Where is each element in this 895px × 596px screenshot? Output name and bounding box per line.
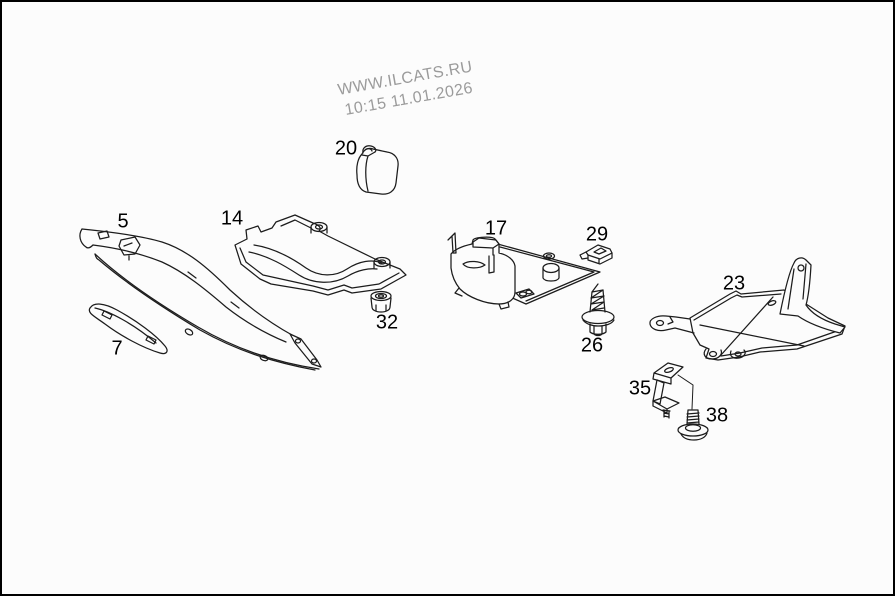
mount-boss-hole [377, 259, 387, 265]
block-top-tab [362, 145, 377, 154]
part-label-7[interactable]: 7 [111, 337, 123, 360]
plate-bottom-tab [729, 349, 746, 359]
lip-clip [184, 328, 194, 336]
spoiler-lip-upper-edge [94, 253, 320, 370]
washer-skirt [680, 432, 708, 441]
tab-hole [525, 289, 533, 295]
cover-eye-detail [462, 260, 486, 269]
leader-line [677, 374, 694, 410]
cover-pin [447, 232, 457, 254]
clip-tab [579, 251, 600, 264]
part-label-38[interactable]: 38 [705, 404, 729, 427]
grommet-notch [375, 304, 387, 312]
part-drawing-foam-block [356, 145, 399, 195]
part-drawing-bracket [652, 362, 694, 419]
plate-x-brace [699, 296, 805, 356]
block-front-edge [361, 151, 376, 192]
cover-top-box [472, 237, 500, 256]
part-drawing-skid-plate [649, 257, 846, 361]
strap-hole [310, 358, 318, 364]
screw-thread-zigzag [590, 283, 605, 311]
washer-inner [684, 424, 702, 432]
part-label-23[interactable]: 23 [722, 272, 746, 295]
fin-inner-edges [787, 263, 807, 310]
screw-shank-sides [589, 289, 606, 313]
spoiler-clip-bracket [118, 236, 141, 261]
mount-boss-side [310, 226, 328, 234]
part-drawing-front-spoiler [79, 228, 322, 371]
clip-top-face [585, 244, 613, 260]
lip-clip [259, 354, 269, 362]
screw-hex-collar [589, 323, 607, 337]
screw-flange-skirt [582, 319, 615, 327]
tray-boss-side [542, 267, 560, 282]
part-drawing-engine-undercover [234, 214, 407, 296]
strip-tab [145, 335, 157, 345]
part-drawing-tapping-screw [581, 283, 615, 337]
strip-tab [101, 310, 113, 320]
arm-hole [655, 319, 665, 327]
spoiler-band-bottom-edge [92, 244, 287, 343]
undercover-outline [234, 214, 407, 296]
bracket-slot [664, 367, 674, 373]
part-label-20[interactable]: 20 [334, 137, 358, 160]
part-label-17[interactable]: 17 [484, 217, 508, 240]
clip-slot [593, 247, 607, 255]
mount-boss-side [373, 261, 391, 269]
part-label-26[interactable]: 26 [580, 334, 604, 357]
spoiler-left-curl [79, 228, 94, 249]
mount-boss-hole [314, 224, 324, 230]
spoiler-tick [187, 271, 240, 309]
part-drawing-clip-nut [579, 244, 613, 265]
undercover-inner-rim [239, 219, 400, 291]
part-label-14[interactable]: 14 [220, 207, 244, 230]
strip-inner-line [94, 307, 157, 344]
undercover-channel-lower [248, 251, 378, 283]
cover-tab-line [488, 254, 495, 274]
spoiler-lip-lower-edge [94, 253, 316, 371]
tab-hole [734, 351, 742, 357]
grommet-ring [374, 292, 388, 300]
undercover-channel-upper [253, 244, 383, 276]
part-drawing-side-cover [447, 232, 601, 310]
spoiler-tab [97, 230, 110, 240]
tray-ring-hole [545, 254, 553, 258]
part-drawing-screw-washer [677, 409, 709, 441]
part-label-5[interactable]: 5 [117, 210, 129, 233]
plate-fin [779, 257, 846, 334]
part-label-29[interactable]: 29 [585, 223, 609, 246]
plate-bottom-tab [703, 348, 723, 360]
spoiler-end-strap [289, 333, 322, 368]
strip-outline [88, 303, 168, 355]
cover-foot [454, 287, 510, 310]
stub-thread-lines [686, 409, 700, 425]
tray-ring [542, 252, 556, 260]
strap-hole [294, 338, 302, 344]
washer-outer [677, 423, 709, 437]
fin-hole [797, 264, 805, 272]
grommet-hole [377, 294, 385, 298]
bracket-foot-screw [662, 409, 671, 419]
part-label-35[interactable]: 35 [628, 377, 652, 400]
spoiler-top-edge [81, 228, 293, 336]
tray-bottom-tab [515, 288, 535, 299]
tab-hole [518, 291, 528, 297]
plate-slot [767, 300, 777, 306]
grommet-flange [370, 290, 392, 302]
plate-rim-lines [693, 293, 841, 357]
part-drawing-trim-strip [88, 303, 168, 355]
bracket-leg [652, 379, 665, 405]
part-label-32[interactable]: 32 [375, 311, 399, 334]
grommet-body [370, 297, 392, 313]
tab-hole [708, 350, 718, 358]
cover-tray-rim [499, 246, 595, 302]
plate-arm [649, 315, 695, 334]
cover-body-outline [450, 236, 516, 305]
part-drawing-grommet [370, 290, 392, 313]
screw-flange [581, 309, 615, 325]
